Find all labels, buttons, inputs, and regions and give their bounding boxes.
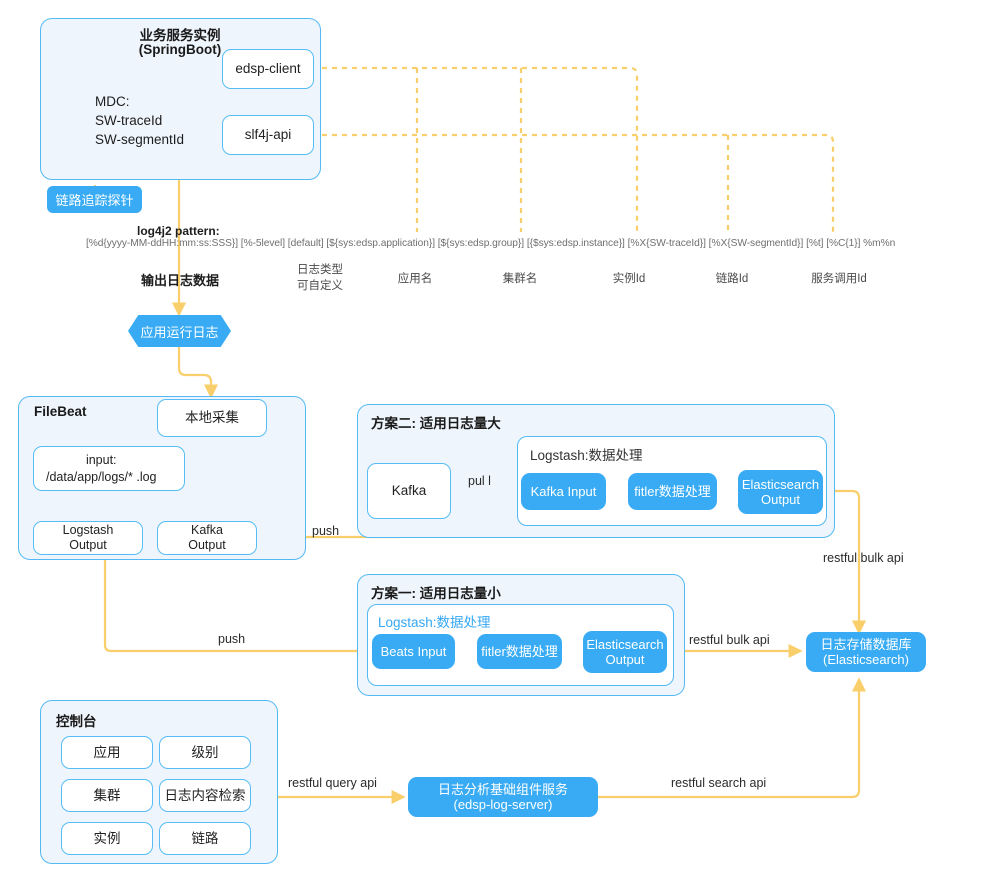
trace-probe-badge[interactable]: 链路追踪探针 bbox=[47, 186, 142, 213]
scheme1-title: 方案一: 适用日志量小 bbox=[371, 586, 501, 601]
edge-label-bulk-api-top: restful bulk api bbox=[823, 551, 904, 565]
edge-label-search-api: restful search api bbox=[671, 776, 767, 790]
node-edsp-client[interactable]: edsp-client bbox=[222, 49, 314, 89]
logserver-line2: (edsp-log-server) bbox=[453, 797, 553, 812]
pattern-annotation-6: 服务调用Id bbox=[811, 273, 867, 285]
dashed-edsp-client bbox=[322, 66, 639, 232]
node-filebeat-input[interactable]: input: /data/app/logs/* .log bbox=[33, 446, 185, 491]
pull-label: pul l bbox=[468, 474, 491, 488]
console-item-4[interactable]: 实例 bbox=[61, 822, 153, 855]
storage-line2: (Elasticsearch) bbox=[823, 652, 909, 667]
scheme1-logstash-title: Logstash:数据处理 bbox=[378, 615, 491, 630]
scheme2-stage-2[interactable]: Elasticsearch Output bbox=[738, 470, 823, 514]
pattern-annotation-0: 输出日志数据 bbox=[140, 273, 219, 288]
app-runtime-log-node: 应用运行日志 bbox=[128, 315, 231, 347]
node-local-collect[interactable]: 本地采集 bbox=[157, 399, 267, 437]
node-kafka-output[interactable]: Kafka Output bbox=[157, 521, 257, 555]
pattern-annotation-1: 日志类型 可自定义 bbox=[297, 264, 343, 292]
node-kafka[interactable]: Kafka bbox=[367, 463, 451, 519]
node-slf4j-api[interactable]: slf4j-api bbox=[222, 115, 314, 155]
service-title-line1: 业务服务实例 bbox=[139, 28, 221, 43]
pattern-annotation-5: 链路Id bbox=[715, 273, 749, 285]
console-item-1[interactable]: 级别 bbox=[159, 736, 251, 769]
node-log-storage[interactable]: 日志存储数据库 (Elasticsearch) bbox=[806, 632, 926, 672]
scheme2-title: 方案二: 适用日志量大 bbox=[371, 416, 501, 431]
arrow-hex-to-local-collect bbox=[177, 347, 219, 399]
console-title: 控制台 bbox=[56, 714, 97, 729]
console-item-0[interactable]: 应用 bbox=[61, 736, 153, 769]
node-logstash-output[interactable]: Logstash Output bbox=[33, 521, 143, 555]
console-item-2[interactable]: 集群 bbox=[61, 779, 153, 812]
console-item-5[interactable]: 链路 bbox=[159, 822, 251, 855]
scheme1-stage-2[interactable]: Elasticsearch Output bbox=[583, 631, 667, 673]
filebeat-title: FileBeat bbox=[34, 404, 87, 419]
log4j2-pattern-heading: log4j2 pattern: bbox=[137, 224, 220, 238]
scheme1-stage-1[interactable]: fitler数据处理 bbox=[477, 634, 562, 669]
edge-label-bulk-api-mid: restful bulk api bbox=[689, 633, 770, 647]
pattern-annotation-4: 实例Id bbox=[612, 273, 646, 285]
scheme1-stage-0[interactable]: Beats Input bbox=[372, 634, 455, 669]
pattern-annotation-2: 应用名 bbox=[397, 273, 433, 285]
edge-label-push-kafka: push bbox=[312, 524, 340, 538]
scheme2-stage-0[interactable]: Kafka Input bbox=[521, 473, 606, 510]
scheme2-logstash-title: Logstash:数据处理 bbox=[530, 448, 643, 463]
mdc-label: MDC: SW-traceId SW-segmentId bbox=[95, 94, 185, 148]
pattern-annotation-3: 集群名 bbox=[502, 273, 538, 285]
console-item-3[interactable]: 日志内容检索 bbox=[159, 779, 251, 812]
dashed-slf4j-api bbox=[322, 133, 835, 232]
storage-line1: 日志存储数据库 bbox=[820, 636, 912, 652]
node-log-server[interactable]: 日志分析基础组件服务 (edsp-log-server) bbox=[408, 777, 598, 817]
edge-label-query-api: restful query api bbox=[288, 776, 377, 790]
edge-label-push-beats: push bbox=[218, 632, 246, 646]
service-title-line2: (SpringBoot) bbox=[138, 42, 222, 57]
scheme2-stage-1[interactable]: fitler数据处理 bbox=[628, 473, 717, 510]
log4j2-pattern-text: [%d{yyyy-MM-ddHH:mm:ss:SSS}] [%-5level] … bbox=[86, 238, 896, 249]
logserver-line1: 日志分析基础组件服务 bbox=[437, 781, 568, 797]
